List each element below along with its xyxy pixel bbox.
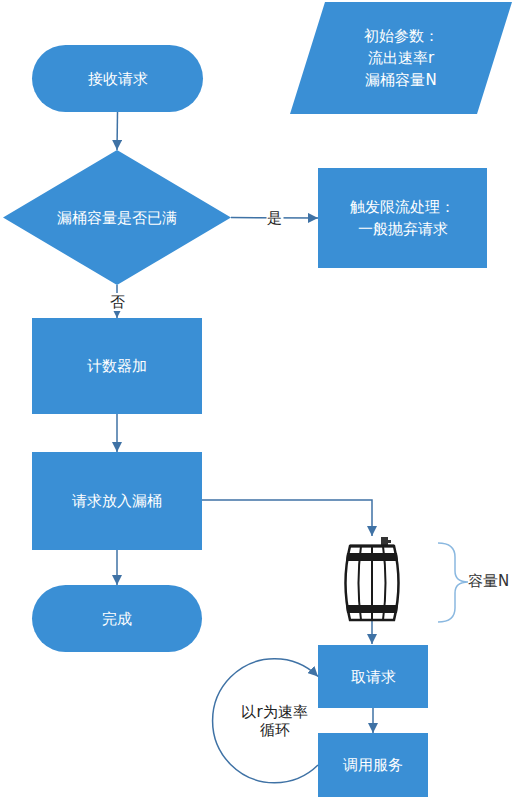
flow-connector [116,112,118,150]
flow-connector [116,414,118,452]
node-text: 计数器加 [87,355,147,377]
edge-label: 是 [266,209,283,227]
decision-diamond: 漏桶容量是否已满 [3,150,231,285]
flow-wire [202,500,372,536]
barrel-illustration [346,537,399,620]
end-terminal: 完成 [32,585,202,652]
shape-fill [3,150,231,285]
node-text: 调用服务 [343,754,403,776]
node-text: 请求放入漏桶 [72,490,162,512]
process-box: 请求放入漏桶 [32,452,202,550]
process-box: 调用服务 [318,733,428,797]
flow-connector [372,708,374,733]
edge-label: 以r为速率 循环 [235,703,315,739]
flow-connector [116,550,118,585]
loop-connector [213,659,318,783]
flow-wire [371,621,373,644]
annotation-label: 容量N [468,572,509,591]
edge-label: 否 [109,293,126,311]
node-text: 接收请求 [88,68,148,90]
process-box: 取请求 [318,645,428,708]
node-text: 触发限流处理： 一般抛弃请求 [343,196,463,240]
process-box: 触发限流处理： 一般抛弃请求 [318,168,487,268]
capacity-bracket [438,543,468,622]
start-terminal: 接收请求 [32,45,203,112]
node-text: 初始参数： 流出速率r 漏桶容量N [351,25,451,91]
parameter-parallelogram: 初始参数： 流出速率r 漏桶容量N [290,2,512,114]
shape-fill [290,2,512,114]
node-text: 取请求 [351,666,396,688]
node-text: 漏桶容量是否已满 [57,207,177,229]
process-box: 计数器加 [32,318,202,414]
node-text: 完成 [102,608,132,630]
